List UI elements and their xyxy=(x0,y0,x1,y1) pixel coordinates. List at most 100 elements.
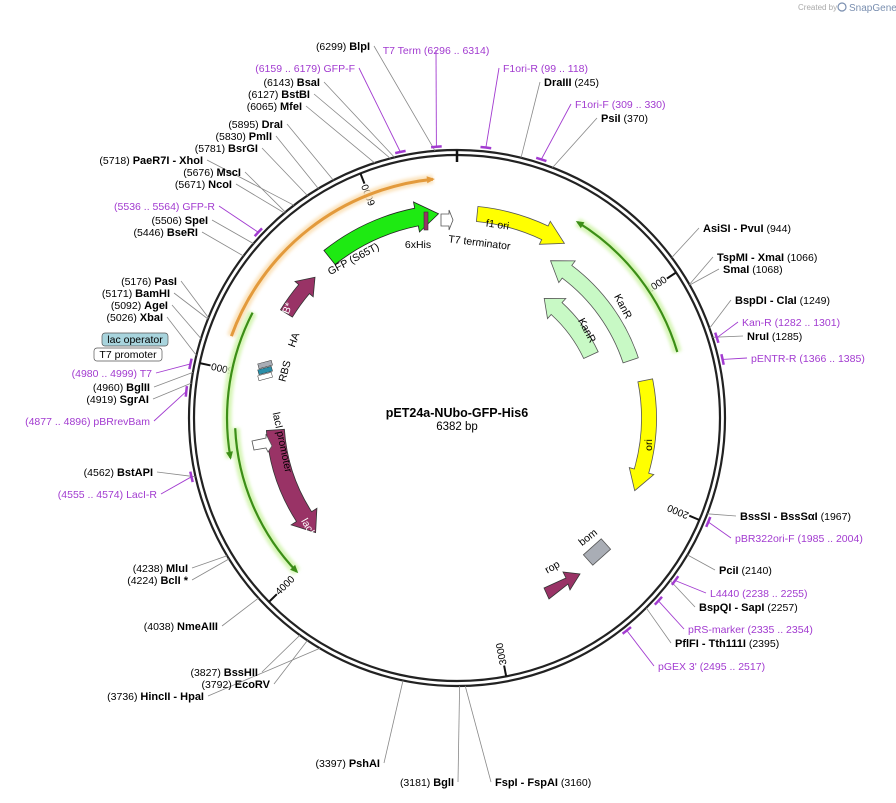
kanr-feature-inner[interactable] xyxy=(543,297,599,360)
primer-f1orif-label: F1ori-F (309 .. 330) xyxy=(575,99,665,111)
green-feature-lower-arc[interactable] xyxy=(234,428,298,573)
leader-line xyxy=(383,680,404,764)
site-pasi-label: (5176) PasI xyxy=(121,276,177,288)
laci-promoter-feature[interactable] xyxy=(251,433,273,453)
lac-operator-segment[interactable] xyxy=(257,365,273,376)
leader-line xyxy=(261,634,301,673)
leader-line xyxy=(152,382,192,400)
leader-line xyxy=(687,554,716,571)
f1-ori-feature[interactable] xyxy=(475,206,566,245)
leader-line xyxy=(211,219,254,244)
rop-label: rop xyxy=(543,558,562,576)
primer-t7term-label: T7 Term (6296 .. 6314) xyxy=(383,45,490,57)
leader-line xyxy=(191,558,230,581)
arc-arrowhead xyxy=(426,176,435,184)
site-paer7i-label: (5718) PaeR7I - XhoI xyxy=(99,155,203,167)
primer-leader xyxy=(155,363,191,374)
bom-feature[interactable] xyxy=(582,538,612,566)
created-by-text: Created by xyxy=(798,3,837,12)
site-bglii-label: (4960) BglII xyxy=(93,382,150,394)
t7-promoter-box xyxy=(93,347,163,362)
primer-mark xyxy=(188,358,193,370)
leader-line xyxy=(273,640,308,685)
kanr-feature-outer[interactable] xyxy=(549,260,639,364)
lac-operator-box xyxy=(101,332,169,347)
leader-line xyxy=(689,256,714,285)
primer-leader xyxy=(716,321,739,339)
t7-promoter-segment[interactable] xyxy=(257,371,273,382)
site-mfei-label: (6065) MfeI xyxy=(247,101,302,113)
leader-line xyxy=(671,227,700,258)
leader-line xyxy=(286,123,334,181)
t7-terminator-feature[interactable] xyxy=(440,209,454,231)
primer-leader xyxy=(358,67,401,153)
site-drai-label: (5895) DraI xyxy=(228,119,283,131)
primer-leader xyxy=(160,476,192,495)
site-smai-label: SmaI (1068) xyxy=(723,264,783,276)
leader-line xyxy=(201,231,244,257)
orange-feature-arc[interactable] xyxy=(229,177,434,337)
primer-mark xyxy=(184,385,189,397)
f1-ori-label: f1 ori xyxy=(485,217,510,232)
plasmid-name: pET24a-NUbo-GFP-His6 xyxy=(386,406,528,420)
primer-leader xyxy=(722,357,748,360)
site-psii-label: PsiI (370) xyxy=(601,113,648,125)
leader-line xyxy=(305,105,375,164)
ruler-tick xyxy=(503,665,508,677)
arc-arrowhead xyxy=(290,564,299,574)
site-xbai-label: (5026) XbaI xyxy=(106,312,163,324)
primer-gfpf-label: (6159 .. 6179) GFP-F xyxy=(255,63,355,75)
primer-leader xyxy=(218,205,259,233)
leader-line xyxy=(173,292,209,320)
primer-l4440-label: L4440 (2238 .. 2255) xyxy=(710,588,808,600)
leader-line xyxy=(191,555,228,569)
ha-label: HA xyxy=(286,331,302,349)
site-bsssi-label: BssSI - BssSαI (1967) xyxy=(740,511,851,523)
t7-promoter-label: T7 promoter xyxy=(99,349,157,361)
site-labels: (6299) BlpI(6143) BsaI(6127) BstBI(6065)… xyxy=(84,41,851,789)
ruler-tick xyxy=(359,173,366,184)
primer-pbrrevbam-label: (4877 .. 4896) pBRrevBam xyxy=(25,416,150,428)
primer-leader xyxy=(674,580,707,594)
ori-feature[interactable] xyxy=(628,378,657,492)
leader-line xyxy=(156,471,196,478)
leader-line xyxy=(464,685,492,783)
laci-feature[interactable] xyxy=(265,428,318,534)
ruler-tick-label: 3000 xyxy=(494,641,509,665)
rbs-label: RBS xyxy=(277,359,294,383)
frb-feature[interactable] xyxy=(279,276,316,318)
primer-t7-label: (4980 .. 4999) T7 xyxy=(72,368,153,380)
site-hincii-label: (3736) HincII - HpaI xyxy=(107,691,204,703)
site-pflfi-label: PflFI - Tth111I (2395) xyxy=(675,638,779,650)
green-feature-left-arc[interactable] xyxy=(225,312,254,458)
leader-line xyxy=(180,280,209,318)
primer-pgex-label: pGEX 3' (2495 .. 2517) xyxy=(658,661,765,673)
site-bstapi-label: (4562) BstAPI xyxy=(84,467,153,479)
primer-leader xyxy=(658,600,685,630)
primer-pbr322-label: pBR322ori-F (1985 .. 2004) xyxy=(735,533,863,545)
leader-line xyxy=(275,135,319,189)
primer-leader xyxy=(153,391,187,422)
leader-line xyxy=(206,159,295,206)
site-agei-label: (5092) AgeI xyxy=(111,300,168,312)
site-ecorv-label: (3792) EcoRV xyxy=(201,679,270,691)
arc-arrowhead xyxy=(226,451,233,460)
ruler-tick xyxy=(666,271,677,280)
his-tag-feature[interactable] xyxy=(423,211,429,231)
leader-line xyxy=(520,81,541,158)
primer-mark xyxy=(189,471,194,483)
rbs-feature[interactable] xyxy=(257,359,273,370)
rop-feature[interactable] xyxy=(543,571,581,600)
leader-line xyxy=(171,304,202,339)
ruler-tick xyxy=(268,593,278,603)
site-bgli-label: (3181) BglI xyxy=(400,777,454,789)
gfp-feature[interactable] xyxy=(323,201,440,266)
site-bamhi-label: (5171) BamHI xyxy=(102,288,170,300)
leader-line xyxy=(166,316,197,356)
green-feature-right-arc[interactable] xyxy=(576,221,679,353)
site-ncoi-label: (5671) NcoI xyxy=(175,179,232,191)
leader-line xyxy=(323,81,395,158)
leader-line xyxy=(235,183,285,214)
site-msci-label: (5676) MscI xyxy=(183,167,241,179)
